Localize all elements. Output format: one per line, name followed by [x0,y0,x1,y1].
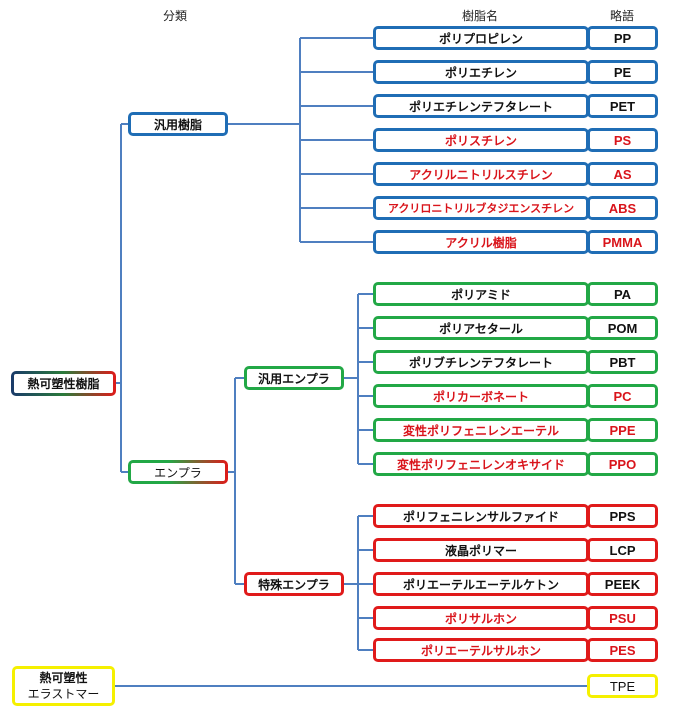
header-abbreviation: 略語 [609,9,634,23]
category-general-resin[interactable]: 汎用樹脂 [128,112,228,136]
resin-name-ppo[interactable]: 変性ポリフェニレンオキサイド [373,452,589,476]
resin-abbr-ps[interactable]: PS [587,128,658,152]
resin-abbr-psu[interactable]: PSU [587,606,658,630]
root-thermoplastic-resin[interactable]: 熱可塑性樹脂 [11,371,116,396]
resin-abbr-tpe[interactable]: TPE [587,674,658,698]
resin-name-pp[interactable]: ポリプロピレン [373,26,589,50]
category-thermoplastic-elastomer[interactable]: 熱可塑性 エラストマー [12,666,115,706]
resin-abbr-lcp[interactable]: LCP [587,538,658,562]
resin-abbr-ppe[interactable]: PPE [587,418,658,442]
resin-name-pc[interactable]: ポリカーボネート [373,384,589,408]
resin-abbr-ppo[interactable]: PPO [587,452,658,476]
elastomer-label-line1: 熱可塑性 [39,671,88,685]
resin-abbr-pet[interactable]: PET [587,94,658,118]
resin-abbr-pbt[interactable]: PBT [587,350,658,374]
resin-abbr-pe[interactable]: PE [587,60,658,84]
resin-name-abs[interactable]: アクリロニトリルブタジエンスチレン [373,196,589,220]
resin-abbr-pmma[interactable]: PMMA [587,230,658,254]
elastomer-label-line2: エラストマー [27,687,100,701]
category-general-engineering[interactable]: 汎用エンプラ [244,366,344,390]
resin-name-pbt[interactable]: ポリブチレンテフタレート [373,350,589,374]
resin-name-pet[interactable]: ポリエチレンテフタレート [373,94,589,118]
resin-name-pe[interactable]: ポリエチレン [373,60,589,84]
resin-abbr-pom[interactable]: POM [587,316,658,340]
resin-name-pmma[interactable]: アクリル樹脂 [373,230,589,254]
category-super-engineering[interactable]: 特殊エンプラ [244,572,344,596]
resin-abbr-peek[interactable]: PEEK [587,572,658,596]
resin-name-lcp[interactable]: 液晶ポリマー [373,538,589,562]
resin-abbr-as[interactable]: AS [587,162,658,186]
resin-abbr-pa[interactable]: PA [587,282,658,306]
header-resin-name: 樹脂名 [461,9,498,23]
resin-abbr-pc[interactable]: PC [587,384,658,408]
resin-name-pa[interactable]: ポリアミド [373,282,589,306]
resin-name-ps[interactable]: ポリスチレン [373,128,589,152]
resin-name-as[interactable]: アクリルニトリルスチレン [373,162,589,186]
resin-abbr-abs[interactable]: ABS [587,196,658,220]
header-category: 分類 [162,9,187,23]
resin-abbr-pp[interactable]: PP [587,26,658,50]
resin-name-pps[interactable]: ポリフェニレンサルファイド [373,504,589,528]
resin-abbr-pes[interactable]: PES [587,638,658,662]
resin-name-pom[interactable]: ポリアセタール [373,316,589,340]
resin-abbr-pps[interactable]: PPS [587,504,658,528]
category-engineering-plastic[interactable]: エンプラ [128,460,228,484]
resin-name-ppe[interactable]: 変性ポリフェニレンエーテル [373,418,589,442]
resin-name-pes[interactable]: ポリエーテルサルホン [373,638,589,662]
resin-name-psu[interactable]: ポリサルホン [373,606,589,630]
resin-name-peek[interactable]: ポリエーテルエーテルケトン [373,572,589,596]
